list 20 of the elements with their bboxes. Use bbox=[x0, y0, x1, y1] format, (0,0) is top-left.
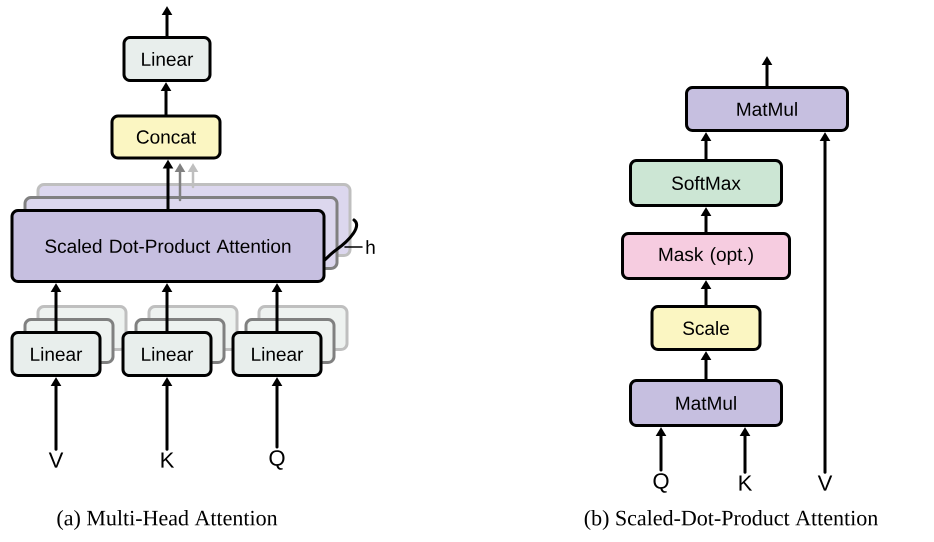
input-label: K bbox=[739, 475, 752, 491]
process-box: SoftMax bbox=[629, 159, 783, 207]
input-label: V bbox=[818, 475, 832, 491]
caption: (a) Multi-Head Attention bbox=[57, 510, 278, 530]
input-label: Q bbox=[653, 473, 668, 493]
process-box: Concat bbox=[110, 114, 222, 160]
process-box: Linear bbox=[122, 331, 212, 377]
input-label: K bbox=[161, 452, 174, 468]
process-box: MatMul bbox=[685, 86, 849, 132]
input-label: Q bbox=[269, 450, 284, 470]
process-box: Scaled Dot-Product Attention bbox=[10, 209, 326, 283]
dimension-label: h bbox=[366, 240, 375, 254]
process-box: Linear bbox=[232, 331, 322, 377]
caption: (b) Scaled-Dot-Product Attention bbox=[584, 510, 878, 530]
process-box: MatMul bbox=[629, 379, 783, 427]
input-label: V bbox=[48, 452, 64, 468]
process-box: Mask (opt.) bbox=[621, 232, 791, 280]
process-box: Linear bbox=[10, 331, 102, 377]
process-box: Scale bbox=[650, 305, 762, 351]
process-box: Linear bbox=[122, 36, 212, 82]
